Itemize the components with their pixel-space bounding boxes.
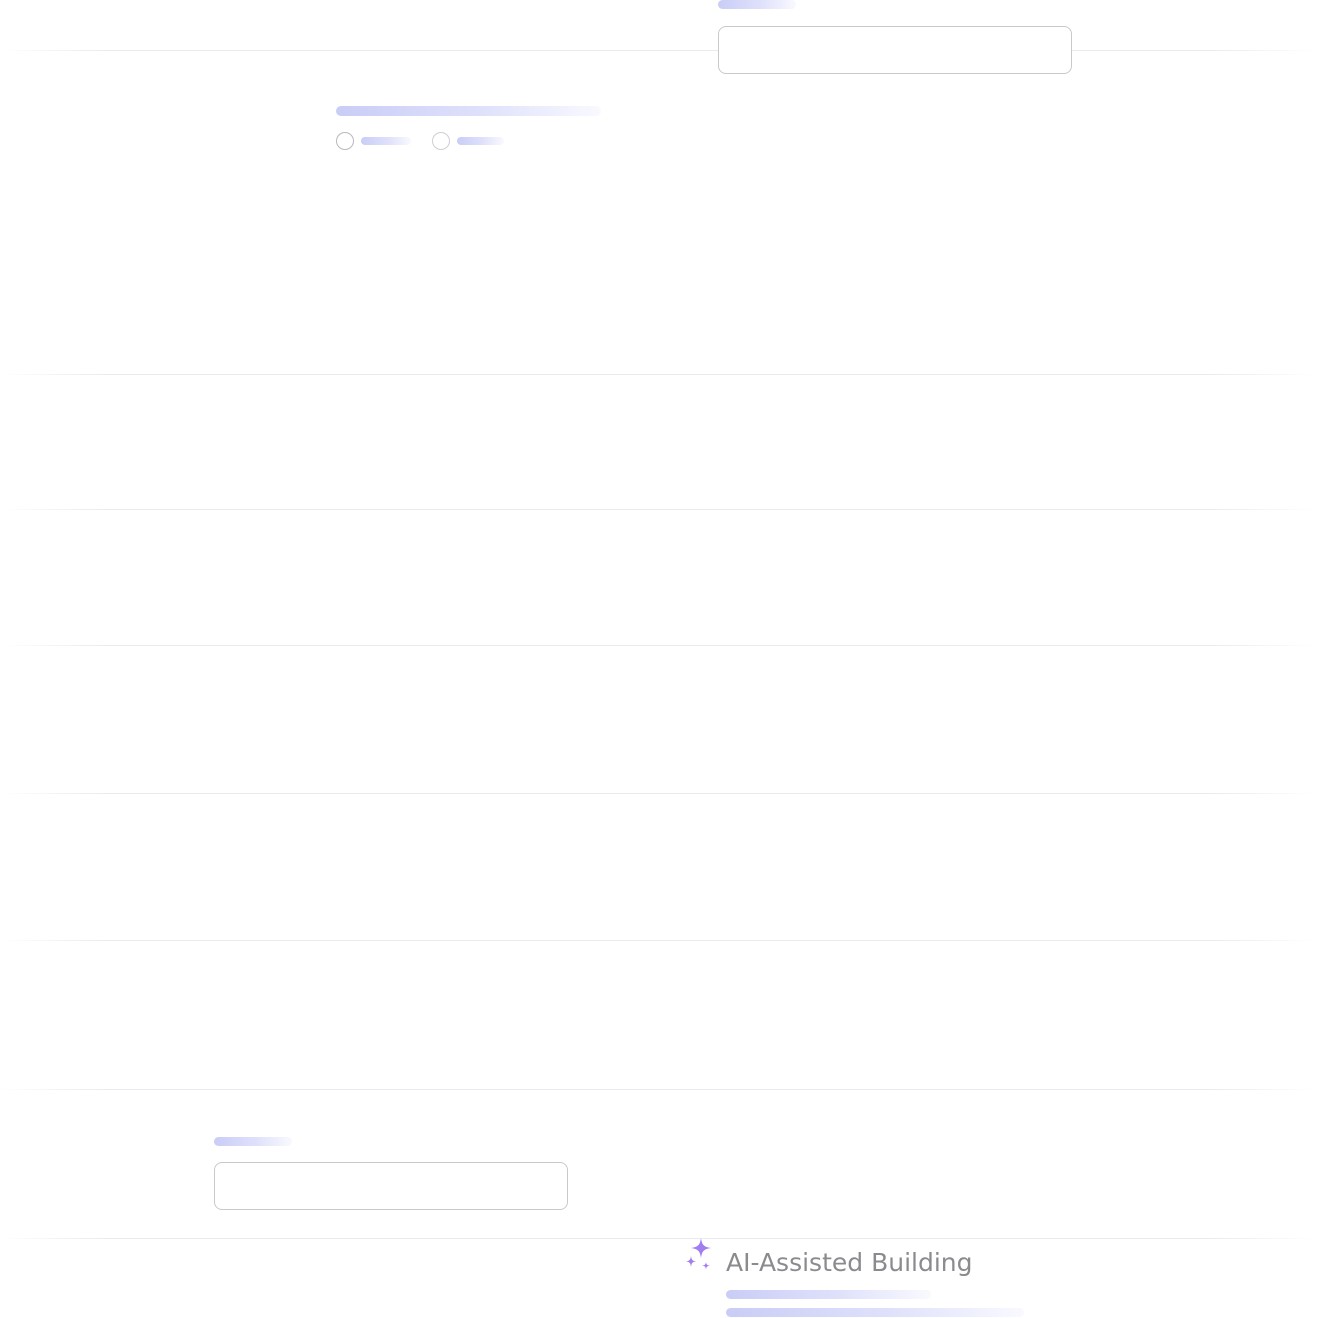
divider — [0, 793, 1317, 794]
text-input-skeleton[interactable] — [214, 1162, 568, 1210]
divider — [0, 50, 1317, 51]
divider — [0, 645, 1317, 646]
sparkles-icon — [686, 1238, 711, 1270]
radio-option-label-skeleton — [457, 137, 504, 145]
divider — [0, 1089, 1317, 1090]
feature-title: AI-Assisted Building — [726, 1248, 973, 1277]
radio-option-2[interactable] — [432, 132, 450, 150]
field-label-skeleton — [718, 0, 796, 9]
description-line-skeleton — [726, 1308, 1024, 1317]
divider — [0, 1238, 1317, 1239]
divider — [0, 509, 1317, 510]
text-input-skeleton[interactable] — [718, 26, 1072, 74]
question-label-skeleton — [336, 106, 601, 116]
description-line-skeleton — [726, 1290, 931, 1299]
field-label-skeleton — [214, 1137, 292, 1146]
divider — [0, 374, 1317, 375]
divider — [0, 940, 1317, 941]
radio-option-label-skeleton — [361, 137, 411, 145]
radio-option-1[interactable] — [336, 132, 354, 150]
